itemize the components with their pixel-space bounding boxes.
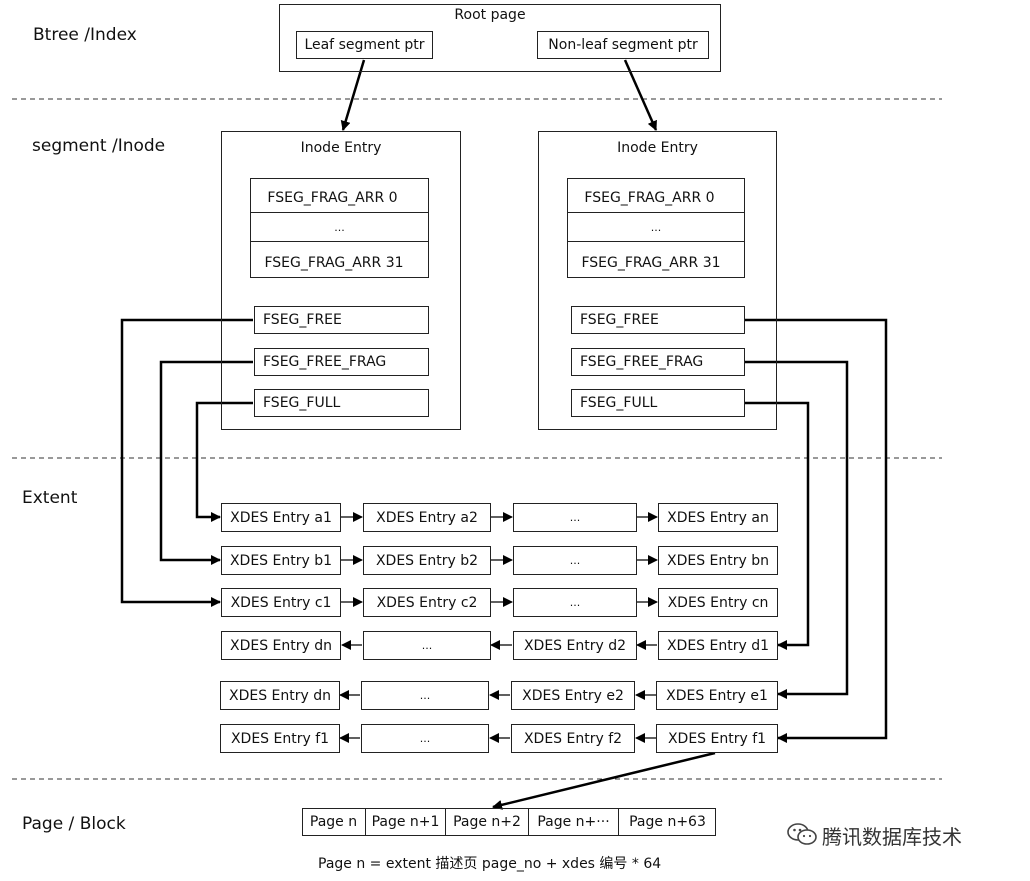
root-page-title: Root page: [454, 7, 526, 23]
layer-label-page: Page / Block: [22, 814, 126, 834]
xdes-entry: XDES Entry an: [658, 503, 778, 532]
frag-array-divider: [567, 212, 745, 213]
frag-array-divider: [250, 241, 429, 242]
inode-entry-left: [221, 131, 461, 430]
xdes-entry: XDES Entry b2: [363, 546, 491, 575]
page-cell: Page n+···: [529, 808, 619, 836]
inode-entry-title: Inode Entry: [300, 140, 382, 156]
xdes-entry: XDES Entry dn: [220, 681, 340, 710]
page-cell: Page n+1: [366, 808, 446, 836]
xdes-entry-ellipsis: ...: [513, 588, 637, 617]
free-frag-list-link: [745, 360, 849, 699]
page-cell: Page n: [302, 808, 366, 836]
xdes-entry: XDES Entry cn: [658, 588, 778, 617]
fseg-free-frag: FSEG_FREE_FRAG: [254, 348, 429, 376]
layer-separators: [12, 98, 942, 780]
frag-array-left: [250, 178, 429, 278]
xdes-entry: XDES Entry e2: [511, 681, 635, 710]
xdes-entry: XDES Entry a2: [363, 503, 491, 532]
frag-array-first: FSEG_FRAG_ARR 0: [584, 190, 715, 206]
page-formula: Page n = extent 描述页 page_no + xdes 编号 * …: [318, 856, 662, 872]
frag-array-first: FSEG_FRAG_ARR 0: [267, 190, 398, 206]
xdes-entry-ellipsis: ...: [361, 724, 489, 753]
layer-label-segment: segment /Inode: [32, 136, 166, 156]
free-list-link: [120, 318, 253, 607]
xdes-entry-ellipsis: ...: [361, 681, 489, 710]
xdes-entry: XDES Entry d1: [658, 631, 778, 660]
xdes-entry: XDES Entry e1: [656, 681, 778, 710]
frag-array-right: [567, 178, 745, 278]
root-page: [279, 4, 721, 72]
xdes-entry: XDES Entry a1: [221, 503, 341, 532]
fseg-full: FSEG_FULL: [254, 389, 429, 417]
fseg-free: FSEG_FREE: [254, 306, 429, 334]
frag-array-ellipsis: ...: [650, 220, 662, 234]
xdes-entry: XDES Entry f2: [511, 724, 635, 753]
page-cell: Page n+63: [629, 814, 706, 830]
full-list-link: [195, 401, 253, 522]
xdes-entry-ellipsis: ...: [513, 503, 637, 532]
leaf-segment-ptr: Leaf segment ptr: [296, 31, 433, 59]
frag-array-last: FSEG_FRAG_ARR 31: [264, 255, 404, 271]
page-block: [302, 808, 716, 836]
xdes-entry: XDES Entry bn: [658, 546, 778, 575]
xdes-entry: XDES Entry c1: [221, 588, 341, 617]
xdes-entry: XDES Entry f1: [656, 724, 778, 753]
xdes-entry: XDES Entry dn: [221, 631, 341, 660]
frag-array-divider: [250, 212, 429, 213]
xdes-entry: XDES Entry d2: [513, 631, 637, 660]
frag-array-ellipsis: ...: [334, 220, 345, 234]
frag-array-divider: [567, 241, 745, 242]
page-cell: Page n+2: [446, 808, 529, 836]
xdes-entry: XDES Entry c2: [363, 588, 491, 617]
left-inode-links: [120, 318, 253, 607]
watermark-text: 腾讯数据库技术: [822, 825, 962, 849]
inode-entry-title: Inode Entry: [617, 140, 698, 156]
extent-chain-arrows: [339, 512, 658, 743]
xdes-entry-ellipsis: ...: [363, 631, 491, 660]
inode-entry-right: [538, 131, 777, 430]
frag-array-last: FSEG_FRAG_ARR 31: [581, 255, 721, 271]
wechat-icon: [786, 821, 818, 847]
fseg-free-frag: FSEG_FREE_FRAG: [571, 348, 745, 376]
fseg-full: FSEG_FULL: [571, 389, 745, 417]
layer-label-extent: Extent: [22, 488, 78, 508]
nonleaf-segment-ptr: Non-leaf segment ptr: [537, 31, 709, 59]
extent-to-page-arrow: [492, 751, 716, 810]
layer-label-btree: Btree /Index: [33, 25, 137, 45]
xdes-entry: XDES Entry b1: [221, 546, 341, 575]
xdes-entry: XDES Entry f1: [220, 724, 340, 753]
fseg-free: FSEG_FREE: [571, 306, 745, 334]
xdes-entry-ellipsis: ...: [513, 546, 637, 575]
free-frag-list-link: [159, 360, 253, 565]
free-list-link: [745, 318, 888, 743]
